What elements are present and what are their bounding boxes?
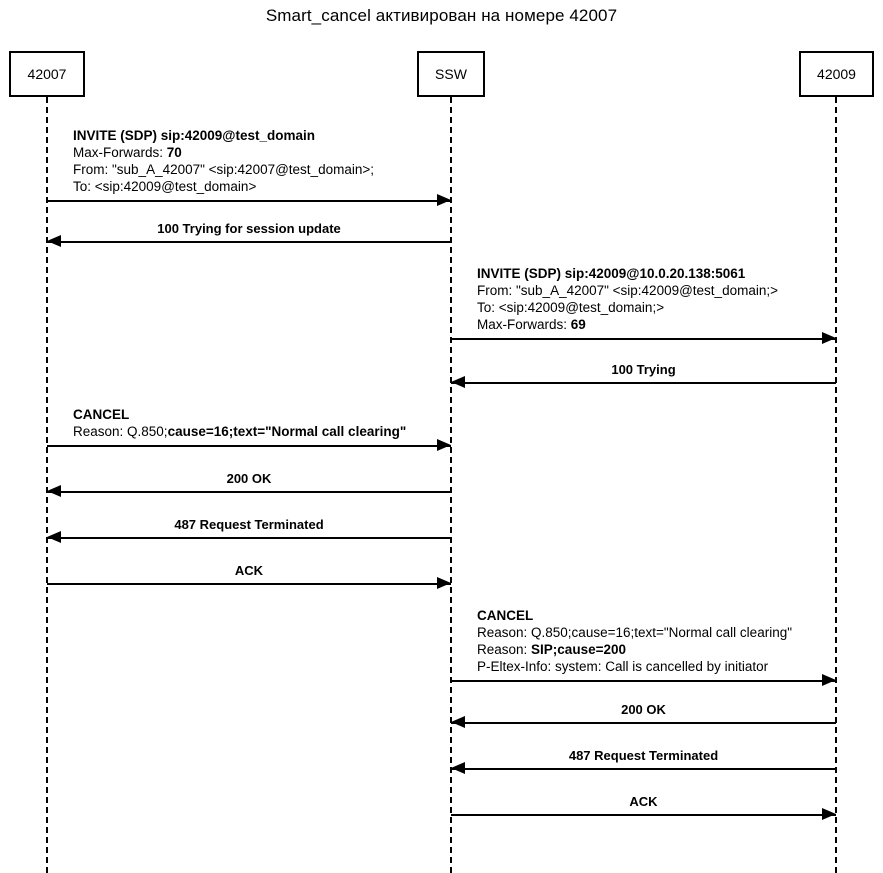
arrowhead-left-icon [47,485,61,497]
message-label: 100 Trying [611,362,676,377]
message-label: 487 Request Terminated [568,748,719,763]
message-label-segment: Reason: Q.850;cause=16;text="Normal call… [477,625,793,640]
message-label-line: From: "sub_A_42007" <sip:42009@test_doma… [477,282,778,299]
message-label-segment: To: <sip:42009@test_domain> [73,179,257,194]
arrowhead-left-icon [47,531,61,543]
message-label: 200 OK [621,702,666,717]
message-line [47,445,451,447]
message-label-line: INVITE (SDP) sip:42009@test_domain [73,127,374,144]
message-label: 487 Request Terminated [174,517,324,532]
arrowhead-right-icon [822,674,836,686]
arrowhead-right-icon [437,577,451,589]
message-label-segment: INVITE (SDP) sip:42009@10.0.20.138:5061 [477,266,746,281]
message-label-segment: Reason: [477,642,532,657]
message-label-line: Reason: Q.850;cause=16;text="Normal call… [477,624,792,641]
message-label-segment: From: "sub_A_42007" <sip:42007@test_doma… [73,162,374,177]
message-label-segment: INVITE (SDP) sip:42009@test_domain [73,128,315,143]
message-line [451,382,836,384]
participant-label: 42007 [27,66,67,82]
message-label-line: To: <sip:42009@test_domain;> [477,299,778,316]
message-line [451,338,836,340]
message-label-segment: 69 [570,317,586,332]
message-label-segment: 70 [166,145,182,160]
arrowhead-left-icon [451,762,465,774]
arrowhead-left-icon [451,376,465,388]
message-line [451,768,836,770]
message-label: 100 Trying for session update [157,221,341,236]
message-label-segment: Reason: Q.850; [73,424,168,439]
message-line [451,680,836,682]
message-line [47,583,451,585]
message-label-line: Max-Forwards: 69 [477,316,778,333]
message-label-segment: cause=16;text="Normal call clearing" [167,424,407,439]
message-line [451,722,836,724]
page-title: Smart_cancel активирован на номере 42007 [265,6,618,25]
message-label: 200 OK [226,471,272,486]
message-line [47,491,451,493]
lifeline-42009 [835,97,837,873]
message-label-segment: P-Eltex-Info: system: Call is cancelled … [477,659,769,674]
lifeline-ssw [450,97,452,873]
message-line [47,537,451,539]
arrowhead-right-icon [437,194,451,206]
message-label-line: From: "sub_A_42007" <sip:42007@test_doma… [73,161,374,178]
message-line [451,814,836,816]
message-label: ACK [629,794,658,809]
message-label-line: CANCEL [73,406,406,423]
message-line [47,241,451,243]
message-label-segment: Max-Forwards: [477,317,571,332]
participant-42007[interactable]: 42007 [9,51,85,97]
participant-label: SSW [435,66,467,82]
participant-label: 42009 [817,66,856,82]
arrowhead-right-icon [822,332,836,344]
message-line [47,200,451,202]
message-label-segment: CANCEL [73,407,130,422]
message-label-segment: To: <sip:42009@test_domain;> [477,300,665,315]
message-label-segment: Max-Forwards: [73,145,167,160]
message-label-line: Reason: SIP;cause=200 [477,641,792,658]
message-label-line: To: <sip:42009@test_domain> [73,178,374,195]
message-label-line: Max-Forwards: 70 [73,144,374,161]
message-label-line: P-Eltex-Info: system: Call is cancelled … [477,658,792,675]
message-label: ACK [234,563,264,578]
message-label-line: CANCEL [477,607,792,624]
arrowhead-left-icon [47,235,61,247]
arrowhead-right-icon [437,439,451,451]
arrowhead-right-icon [822,808,836,820]
message-label-line: INVITE (SDP) sip:42009@10.0.20.138:5061 [477,265,778,282]
participant-42009[interactable]: 42009 [799,51,874,97]
participant-ssw[interactable]: SSW [417,51,485,97]
message-label-segment: From: "sub_A_42007" <sip:42009@test_doma… [477,283,778,298]
message-label-block: CANCEL Reason: Q.850;cause=16;text="Norma… [477,607,792,675]
message-label-line: Reason: Q.850;cause=16;text="Normal call… [73,423,406,440]
message-label-segment: CANCEL [477,608,534,623]
message-label-segment: SIP;cause=200 [531,642,626,657]
arrowhead-left-icon [451,716,465,728]
